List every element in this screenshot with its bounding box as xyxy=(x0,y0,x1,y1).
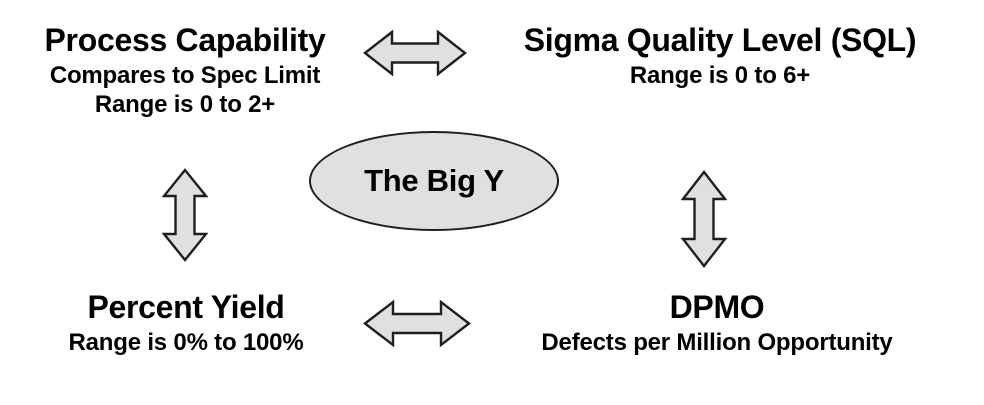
double-arrow-horizontal-top-icon xyxy=(363,29,467,77)
double-arrow-horizontal-bottom-icon xyxy=(363,299,471,348)
node-dpmo: DPMO Defects per Million Opportunity xyxy=(500,289,934,357)
dpmo-subtitle: Defects per Million Opportunity xyxy=(541,329,893,357)
double-arrow-vertical-left-icon xyxy=(162,168,208,262)
percent-yield-subtitle: Range is 0% to 100% xyxy=(68,329,304,357)
process-capability-subtitle-2: Range is 0 to 2+ xyxy=(94,91,276,119)
big-y-label: The Big Y xyxy=(364,163,504,198)
sigma-quality-level-subtitle: Range is 0 to 6+ xyxy=(629,62,811,90)
node-sigma-quality-level: Sigma Quality Level (SQL) Range is 0 to … xyxy=(500,22,940,90)
sigma-quality-level-title: Sigma Quality Level (SQL) xyxy=(523,22,917,58)
double-arrow-vertical-right-icon xyxy=(681,170,727,268)
node-percent-yield: Percent Yield Range is 0% to 100% xyxy=(20,289,352,357)
process-capability-subtitle-1: Compares to Spec Limit xyxy=(49,62,321,90)
node-process-capability: Process Capability Compares to Spec Limi… xyxy=(20,22,350,120)
percent-yield-title: Percent Yield xyxy=(87,289,285,325)
big-y-ellipse: The Big Y xyxy=(309,131,559,231)
process-capability-title: Process Capability xyxy=(44,22,326,58)
dpmo-title: DPMO xyxy=(669,289,765,325)
